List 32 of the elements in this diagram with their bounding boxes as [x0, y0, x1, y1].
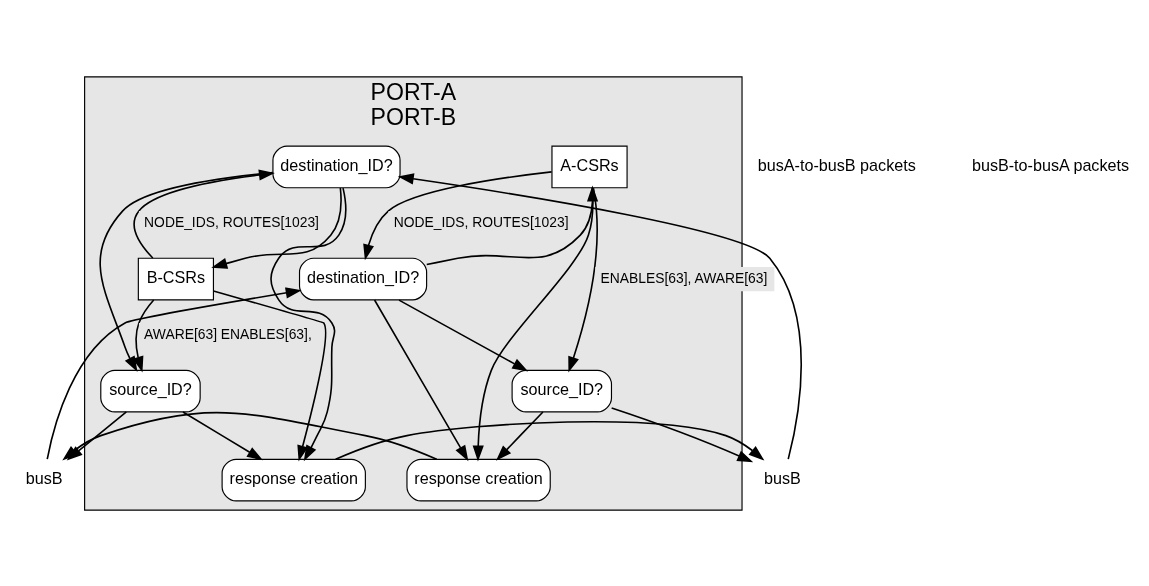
node-box: source_ID?: [511, 369, 613, 412]
node-box: source_ID?: [100, 369, 201, 412]
arrow: [425, 185, 599, 265]
node-box: response creation: [406, 458, 551, 501]
arrow: [398, 298, 529, 371]
arrow: [99, 171, 274, 372]
arrow: [610, 406, 754, 462]
arrow: [212, 289, 327, 461]
edge-label: NODE_IDS, ROUTES[1023]: [393, 213, 569, 230]
arrow: [568, 186, 598, 373]
arrow: [496, 410, 544, 461]
label: busA-to-busB packets: [757, 155, 916, 174]
arrow: [270, 186, 347, 461]
node-text: busB: [25, 468, 63, 487]
arrow: [66, 410, 128, 461]
node-box: destination_ID?: [298, 257, 428, 300]
node-text: busB: [764, 468, 801, 487]
node-box: response creation: [221, 458, 366, 501]
label: busB-to-busA packets: [971, 155, 1130, 174]
edge-label: NODE_IDS, ROUTES[1023]: [144, 213, 319, 230]
arrow: [363, 170, 553, 260]
arrow: [373, 298, 469, 461]
node-box: destination_ID?: [272, 145, 401, 188]
arrow: [211, 186, 342, 269]
edge-label: AWARE[63] ENABLES[63],: [144, 325, 312, 342]
arrow: [397, 172, 803, 460]
node-box: B-CSRs: [137, 257, 214, 300]
arrow: [334, 420, 765, 461]
arrow: [133, 168, 275, 259]
arrow: [132, 298, 155, 372]
arrow: [182, 410, 263, 460]
node-box: A-CSRs: [551, 145, 628, 188]
